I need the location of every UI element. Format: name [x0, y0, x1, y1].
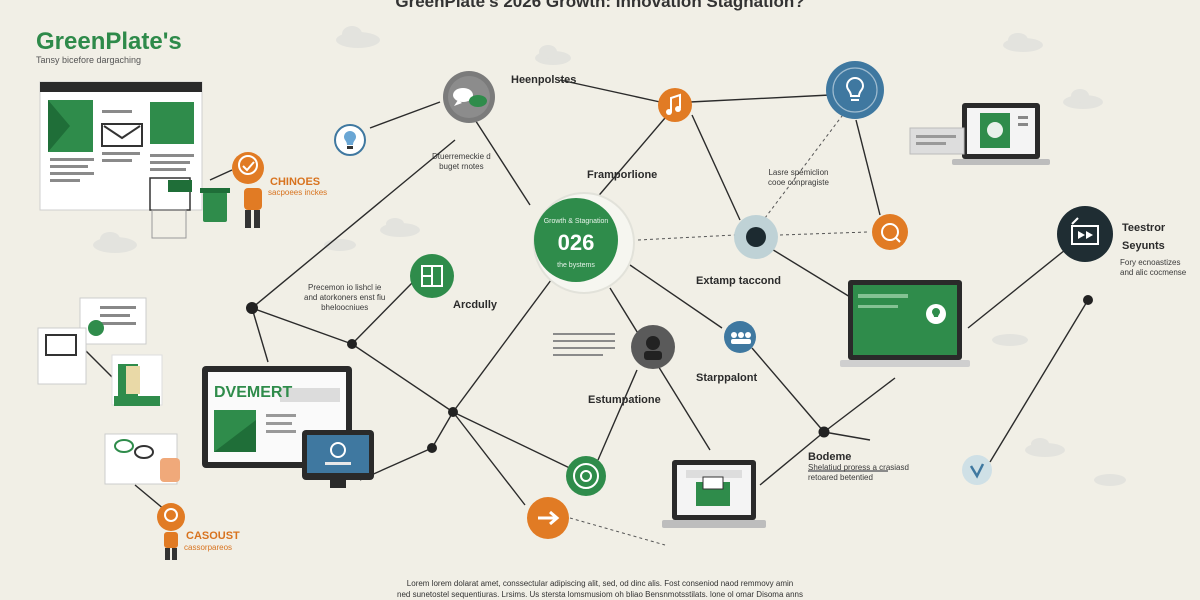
refresh-icon: [872, 214, 908, 250]
background-clouds: [93, 26, 1126, 486]
label-estumpatione: Estumpatione: [588, 394, 661, 406]
arrow-right-icon: [527, 497, 569, 539]
label-framporlione: Framporlione: [587, 169, 658, 181]
casoust-sub: cassorpareos: [184, 543, 233, 552]
dvemert-monitor: [202, 366, 374, 488]
bin-icon: [200, 188, 230, 222]
page-title: GreenPlate's 2026 Growth: Innovation Sta…: [395, 0, 805, 11]
brand-tagline: Tansy bicefore dargaching: [36, 55, 142, 65]
chinoes-sub: sacpoees inckes: [268, 188, 328, 197]
label-extamp-taccond: Extamp taccond: [696, 275, 781, 287]
hub-top-text: Growth & Stagnation: [543, 218, 609, 225]
central-hub: [533, 192, 635, 294]
connector-lines: [84, 79, 1089, 511]
label-starppalont: Starppalont: [696, 372, 758, 384]
lightbulb-icon: [334, 124, 366, 156]
footer-line-1: Lorem lorem dolarat amet, conssectular a…: [406, 579, 794, 588]
footer-line-2: ned sunetostel sequentiuras. Lrsims. Us …: [397, 590, 803, 599]
bodeme-lines: [808, 470, 888, 472]
label-teestror: Teestror: [1122, 222, 1166, 234]
person-figure-orange: [232, 152, 264, 228]
label-casoust: CASOUST: [186, 530, 240, 542]
person-icon: [631, 325, 675, 369]
check-icon: [962, 455, 992, 485]
dashboard-document: [39, 81, 203, 239]
label-heenpolstes: Heenpolstes: [511, 74, 577, 86]
left-small-cards: [37, 297, 180, 485]
play-icon: [1057, 206, 1113, 262]
hub-bottom-text: the bystems: [557, 262, 595, 269]
lightbulb-circle-icon: [826, 61, 884, 119]
text-lines-decor: [553, 333, 615, 356]
junction-dots: [246, 295, 1093, 453]
chat-bubbles-icon: [443, 71, 495, 123]
grid-icon: [410, 254, 454, 298]
label-chinoes: CHINOES: [270, 176, 321, 188]
dashed-lines: [569, 111, 869, 546]
person-figure-casoust: [157, 503, 185, 560]
label-bodeme: Bodeme: [808, 451, 852, 463]
laptop-middle-right: [840, 280, 970, 367]
label-seyunts: Seyunts: [1122, 240, 1165, 252]
target-icon: [734, 215, 778, 259]
label-arcdully: Arcdully: [453, 299, 498, 311]
hub-value: 026: [557, 230, 595, 255]
brand-name: GreenPlate's: [36, 28, 182, 55]
laptop-top-right: [909, 103, 1050, 165]
music-note-icon: [658, 88, 692, 122]
label-dvemert: DVEMERT: [214, 384, 293, 401]
laptop-bottom: [662, 460, 766, 528]
spiral-icon: [566, 456, 606, 496]
people-icon: [724, 321, 756, 353]
